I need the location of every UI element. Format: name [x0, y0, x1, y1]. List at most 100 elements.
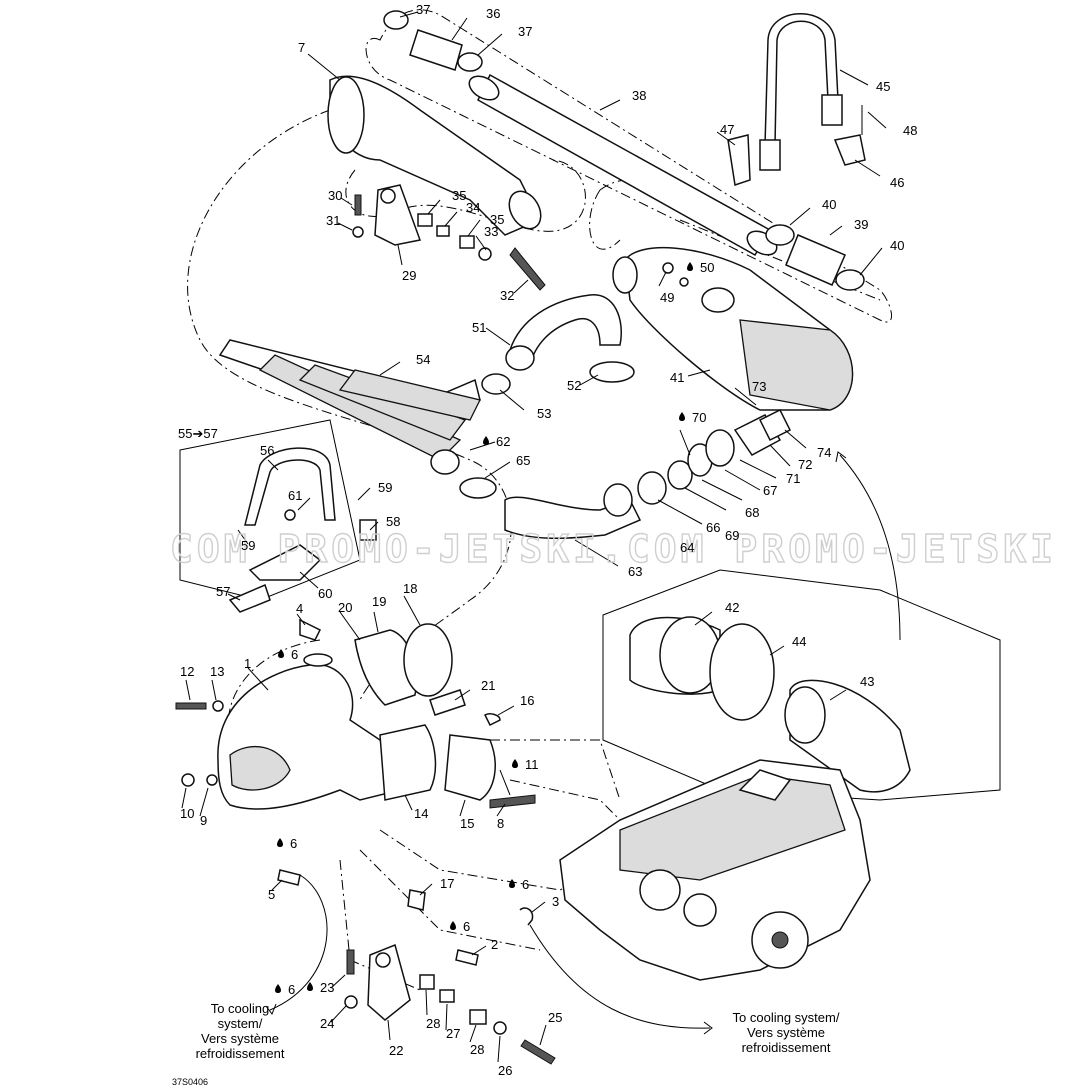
part-label-text: 22 — [389, 1043, 403, 1058]
part-label-21: 21 — [481, 678, 495, 693]
part-label-text: 51 — [472, 320, 486, 335]
part-label-text: 46 — [890, 175, 904, 190]
washer-31 — [352, 226, 364, 238]
cooling-note-right-line-1: To cooling system/ — [733, 1010, 840, 1025]
part-label-text: 71 — [786, 471, 800, 486]
sealant-droplet-icon — [687, 262, 693, 271]
part-label-text: 36 — [486, 6, 500, 21]
sealant-droplet-icon — [450, 921, 456, 930]
spacer-28b — [469, 1009, 487, 1025]
part-label-38: 38 — [632, 88, 646, 103]
part-label-text: 44 — [792, 634, 806, 649]
strap-56 — [244, 447, 336, 526]
part-label-text: 42 — [725, 600, 739, 615]
part-label-text: 30 — [328, 188, 342, 203]
part-label-3: 3 — [552, 894, 559, 909]
part-label-text: 35 — [452, 188, 466, 203]
fitting-5 — [277, 869, 301, 886]
sealant-droplet-icon — [277, 838, 283, 847]
fitting-49 — [662, 262, 674, 274]
bracket-58 — [359, 519, 377, 541]
part-label-36: 36 — [486, 6, 500, 21]
bracket-57 — [228, 583, 271, 613]
part-label-text: 17 — [440, 876, 454, 891]
part-label-8: 8 — [497, 816, 504, 831]
part-label-text: 39 — [854, 217, 868, 232]
part-label-12: 12 — [180, 664, 194, 679]
part-label-6: 6 — [450, 919, 470, 934]
cooling-note-right: To cooling system/ Vers système refroidi… — [733, 1010, 840, 1055]
part-label-text: 3 — [552, 894, 559, 909]
part-label-67: 67 — [763, 483, 777, 498]
cooling-note-left-line-3: Vers système — [201, 1031, 279, 1046]
part-label-60: 60 — [318, 586, 332, 601]
adapter-14 — [379, 724, 437, 801]
sleeve-66 — [637, 471, 667, 505]
cooling-note-left-line-4: refroidissement — [196, 1046, 285, 1061]
part-label-4: 4 — [296, 601, 303, 616]
part-label-72: 72 — [798, 457, 812, 472]
part-label-text: 13 — [210, 664, 224, 679]
part-label-40: 40 — [890, 238, 904, 253]
part-label-23: 23 — [307, 980, 334, 995]
part-label-42: 42 — [725, 600, 739, 615]
hose-63-group — [504, 408, 792, 539]
part-label-text: 26 — [498, 1063, 512, 1078]
screw-30 — [354, 194, 362, 216]
part-label-32: 32 — [500, 288, 514, 303]
part-label-65: 65 — [516, 453, 530, 468]
clamp-37a — [383, 10, 409, 30]
gasket-15 — [444, 734, 496, 801]
part-label-35: 35 — [452, 188, 466, 203]
cooling-note-left: To cooling system/ Vers système refroidi… — [196, 1001, 285, 1061]
fitting-50 — [679, 277, 689, 287]
part-label-text: 37 — [518, 24, 532, 39]
part-label-43: 43 — [860, 674, 874, 689]
part-label-text: 40 — [822, 197, 836, 212]
muffler-group — [612, 246, 854, 411]
sealant-droplet-icon — [679, 412, 685, 421]
part-label-24: 24 — [320, 1016, 334, 1031]
hose-51 — [509, 294, 622, 367]
part-label-34: 34 — [466, 200, 480, 215]
hose-51-group — [481, 294, 635, 395]
muffler-kit-box — [602, 569, 1001, 801]
part-label-73: 73 — [752, 379, 766, 394]
part-label-text: 6 — [291, 647, 298, 662]
part-label-31: 31 — [326, 213, 340, 228]
hose-63 — [504, 496, 642, 539]
part-label-text: 73 — [752, 379, 766, 394]
part-label-text: 67 — [763, 483, 777, 498]
part-label-text: 66 — [706, 520, 720, 535]
part-label-47: 47 — [720, 122, 734, 137]
bracket-72 — [758, 408, 792, 442]
callout-boxes — [179, 419, 1001, 801]
bolt-25 — [520, 1039, 556, 1065]
part-label-text: 18 — [403, 581, 417, 596]
part-label-6: 6 — [278, 647, 298, 662]
strap-kit-box — [179, 419, 361, 601]
part-label-15: 15 — [460, 816, 474, 831]
inlet-cone-group — [327, 75, 546, 291]
sealant-droplet-icon — [483, 436, 489, 445]
exhaust-pipe-group — [383, 10, 865, 291]
part-label-56: 56 — [260, 443, 274, 458]
part-label-48: 48 — [903, 123, 917, 138]
elbow-3 — [519, 907, 534, 926]
part-label-62: 62 — [483, 434, 510, 449]
part-label-41: 41 — [670, 370, 684, 385]
plug-17 — [407, 889, 426, 911]
flow-arrows — [265, 451, 901, 1035]
part-label-68: 68 — [745, 505, 759, 520]
part-label-text: 21 — [481, 678, 495, 693]
lower-bracket-group — [344, 943, 556, 1065]
hose-36 — [409, 29, 463, 71]
washer-24 — [344, 995, 358, 1009]
part-label-text: 47 — [720, 122, 734, 137]
washer-26 — [493, 1021, 507, 1035]
cooling-note-left-line-2: system/ — [218, 1016, 263, 1031]
strap-kit-group — [228, 447, 377, 613]
part-label-66: 66 — [706, 520, 720, 535]
screw-23 — [346, 949, 355, 975]
